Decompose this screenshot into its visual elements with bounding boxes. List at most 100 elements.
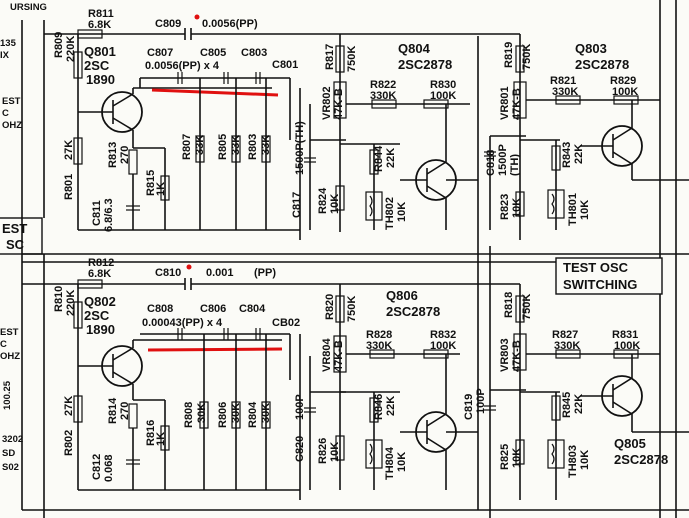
c811-val: 6.8/6.3 [103,198,115,232]
oscillator-top: R811 6.8K C809 0.0056(PP) R809 220K Q801… [44,8,689,240]
r824-val: 10K [329,194,341,214]
r827-val: 330K [554,340,580,352]
r844-ref: R844 [373,145,385,172]
r818-ref: R818 [503,292,515,318]
annotation-dot-bottom [186,264,192,270]
th803-ref: TH803 [567,445,579,478]
r804-val: 30K [260,403,272,423]
c-series-top-val: 0.0056(PP) x 4 [145,60,220,72]
vr802-ref: VR802 [321,86,333,120]
q804-part: 2SC2878 [398,57,452,72]
r812-ref: R812 [88,257,114,269]
edge-ohz: OHZ [2,120,22,131]
c805-ref: C805 [200,47,226,59]
r845-ref: R845 [561,392,573,418]
th801-val: 10K [579,200,591,220]
vr803-val: 47K-B [511,340,523,372]
edge-est: EST [2,96,21,107]
r820-ref: R820 [324,294,336,320]
r845-val: 22K [573,394,585,414]
r826-val: 10K [329,442,341,462]
r829-val: 100K [612,86,638,98]
annotation-underline-top [151,88,279,97]
th801-thermistor [547,189,565,219]
r822-val: 330K [370,90,396,102]
c819-val: 100P [475,388,487,414]
q801-part: 2SC [84,58,110,73]
r807-val: 33K [194,135,206,155]
q801-ref: Q801 [84,44,116,59]
r825-val: 10K [511,448,523,468]
r803-val: 33K [260,135,272,155]
r815-val: 1K [155,182,167,196]
r807-ref: R807 [181,134,193,160]
q806-part: 2SC2878 [386,304,440,319]
q803-ref: Q803 [575,41,607,56]
q802-part: 2SC [84,308,110,323]
r805-ref: R805 [217,134,229,160]
oscillator-bottom: R812 6.8K C810 0.001 (PP) R810 220K Q802… [22,257,689,500]
edge-c-2: C [0,339,7,350]
r804-ref: R804 [247,401,259,428]
r814-ref: R814 [107,397,119,424]
r821-ref: R821 [550,75,576,87]
c817-ref: C817 [291,192,303,218]
annotation-dot-top [194,14,200,20]
th802-thermistor [365,191,383,221]
r844-val: 22K [385,148,397,168]
r820-val: 750K [346,296,358,322]
c817-val: 1500P(TH) [294,121,306,175]
vr801-val: 47K-B [511,88,523,120]
r816-ref: R816 [145,420,157,446]
q804-ref: Q804 [398,41,431,56]
edge-135: 135 [0,38,17,49]
q806-ref: Q806 [386,288,418,303]
r827-ref: R827 [552,329,578,341]
c803-ref: C803 [241,47,267,59]
c818-val: 1500P [497,144,509,176]
edge-sd: SD [2,448,15,459]
r808-ref: R808 [183,402,195,428]
r826-ref: R826 [317,438,329,464]
r817-ref: R817 [324,44,336,70]
q805-ref: Q805 [614,436,646,451]
c807-ref: C807 [147,47,173,59]
r846-val: 22K [385,396,397,416]
c820-ref: C820 [294,436,306,462]
c818-note: (TH) [509,154,521,176]
top-partial-text: URSING [10,2,47,13]
edge-est-2: EST [0,327,19,338]
q803-part: 2SC2878 [575,57,629,72]
edge-3202: 3202 [2,434,23,445]
q801-num: 1890 [86,72,115,87]
th802-val: 10K [396,202,408,222]
r830-ref: R830 [430,79,456,91]
c-series-bottom-val: 0.00043(PP) x 4 [142,317,223,329]
c801-ref: C801 [272,59,298,71]
r831-val: 100K [614,340,640,352]
svg-text:100.25: 100.25 [2,380,13,410]
r825-ref: R825 [499,444,511,470]
r828-val: 330K [366,340,392,352]
r812-val: 6.8K [88,268,111,280]
vr804-ref: VR804 [321,337,333,372]
r806-val: 30K [230,403,242,423]
c818-ref: C818 [485,150,497,176]
left-small-label: 100.25 [2,380,13,410]
r828-ref: R828 [366,329,392,341]
r813-ref: R813 [107,142,119,168]
q802-ref: Q802 [84,294,116,309]
r811-ref: R811 [88,8,114,20]
r846-ref: R846 [373,394,385,420]
r801-val: 27K [63,140,75,160]
r803-ref: R803 [247,134,259,160]
r802-val: 27K [63,396,75,416]
edge-s02: S02 [2,462,19,473]
r801-ref: R801 [63,174,75,200]
c812-val: 0.068 [103,454,115,482]
test-osc-switching-line1: TEST OSC [563,260,629,275]
c811-ref: C811 [91,200,103,226]
c809-val: 0.0056(PP) [202,18,258,30]
